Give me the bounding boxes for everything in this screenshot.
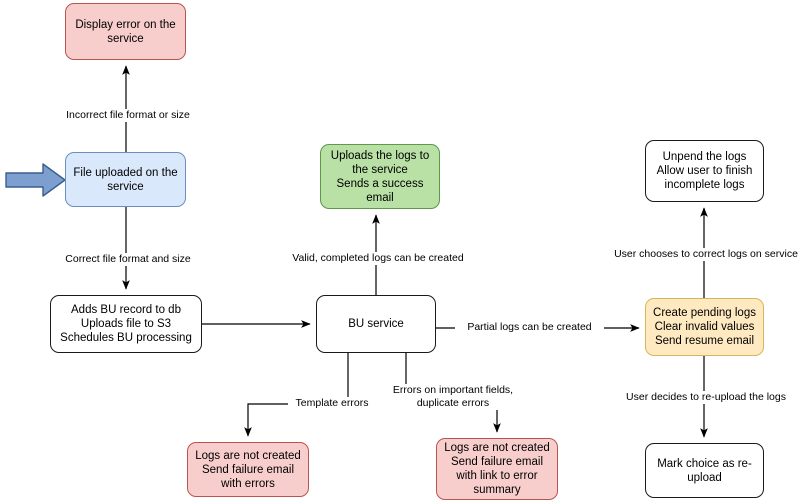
node-adds-bu-record[interactable]: Adds BU record to db Uploads file to S3 … bbox=[50, 295, 202, 353]
edge-label-correct-format: Correct file format and size bbox=[56, 253, 200, 266]
edge-label-valid-completed: Valid, completed logs can be created bbox=[281, 252, 475, 265]
edge-label-partial-logs: Partial logs can be created bbox=[455, 321, 604, 334]
node-logs-not-created-errors[interactable]: Logs are not created Send failure email … bbox=[187, 442, 309, 497]
node-bu-service[interactable]: BU service bbox=[316, 295, 436, 353]
edge-label-user-corrects: User chooses to correct logs on service bbox=[602, 248, 801, 261]
edge-bu-service-to-logs-not-created-errors bbox=[244, 353, 349, 437]
node-display-error[interactable]: Display error on the service bbox=[65, 3, 186, 60]
node-unpend-logs[interactable]: Unpend the logs Allow user to finish inc… bbox=[645, 140, 764, 202]
node-mark-reupload[interactable]: Mark choice as re- upload bbox=[645, 443, 764, 498]
edge-label-template-errors: Template errors bbox=[288, 397, 376, 410]
edge-label-user-reupload: User decides to re-upload the logs bbox=[614, 391, 798, 404]
node-file-uploaded[interactable]: File uploaded on the service bbox=[65, 152, 186, 207]
node-logs-not-created-summary[interactable]: Logs are not created Send failure email … bbox=[436, 438, 558, 500]
edge-label-incorrect-format: Incorrect file format or size bbox=[56, 109, 200, 122]
edge-label-errors-important: Errors on important fields, duplicate er… bbox=[382, 384, 524, 410]
entry-block-arrow-icon bbox=[5, 163, 66, 197]
node-create-pending-logs[interactable]: Create pending logs Clear invalid values… bbox=[645, 298, 764, 356]
node-uploads-logs[interactable]: Uploads the logs to the service Sends a … bbox=[320, 144, 440, 209]
